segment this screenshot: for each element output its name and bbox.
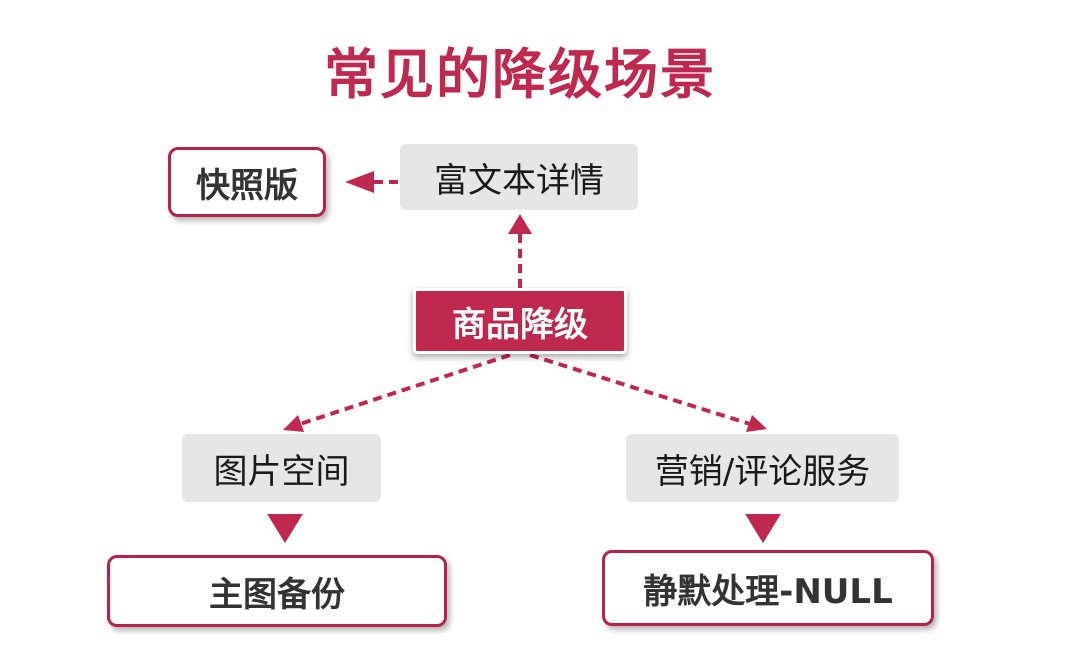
rich-text-box: 富文本详情 [400, 144, 638, 210]
image-space-box: 图片空间 [182, 434, 381, 502]
arrowhead-down-icon [744, 514, 782, 545]
main-image-backup-box: 主图备份 [107, 555, 447, 627]
connector-center-to-marketing [529, 353, 751, 426]
page-title: 常见的降级场景 [324, 43, 716, 106]
arrowhead-left-icon [345, 171, 374, 193]
silent-null-box: 静默处理-NULL [602, 550, 934, 626]
arrowhead-right-down-icon [746, 415, 767, 432]
center-node: 商品降级 [413, 288, 627, 354]
arrowhead-down-outline [265, 513, 305, 547]
arrowhead-left-down-icon [283, 415, 304, 432]
snapshot-box: 快照版 [168, 147, 326, 217]
marketing-label: 营销/评论服务 [654, 451, 871, 492]
arrowhead-down-icon [266, 514, 304, 545]
snapshot-label: 快照版 [196, 165, 298, 206]
arrowhead-up-icon [508, 214, 532, 234]
silent-null-label: 静默处理-NULL [643, 571, 893, 612]
main-image-backup-label: 主图备份 [209, 574, 345, 615]
marketing-box: 营销/评论服务 [626, 434, 899, 502]
rich-text-label: 富文本详情 [434, 160, 604, 201]
center-node-label: 商品降级 [452, 304, 588, 345]
image-space-label: 图片空间 [213, 451, 350, 492]
connector-center-to-image-space [299, 353, 511, 426]
arrowhead-down-outline [743, 513, 783, 547]
